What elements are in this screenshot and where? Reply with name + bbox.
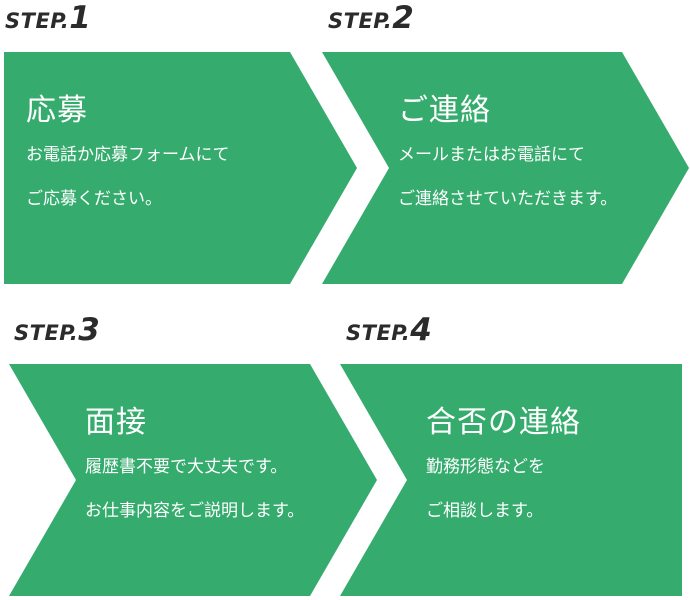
step-1-label: STEP.1 [5, 0, 91, 36]
step-3-title: 面接 [85, 405, 147, 440]
step-1-line-1: お電話か応募フォームにて [26, 145, 230, 165]
step-4-title: 合否の連絡 [426, 405, 581, 440]
step-2-title: ご連絡 [398, 93, 491, 128]
step-4-arrow [340, 364, 682, 596]
step-2-label: STEP.2 [328, 0, 414, 36]
step-4-line-2: ご相談します。 [426, 501, 544, 521]
step-2-prefix: STEP. [328, 9, 393, 33]
step-4-label: STEP.4 [346, 312, 432, 348]
step-4-prefix: STEP. [346, 321, 411, 345]
step-3-line-2: お仕事内容をご説明します。 [85, 501, 305, 521]
step-3-arrow [9, 364, 377, 596]
step-1-card: 応募 お電話か応募フォームにて ご応募ください。 [26, 93, 230, 221]
step-2-line-2: ご連絡させていただきます。 [398, 189, 618, 209]
step-4-number: 4 [410, 312, 433, 348]
step-3-label: STEP.3 [14, 312, 100, 348]
step-4-card: 合否の連絡 勤務形態などを ご相談します。 [426, 405, 581, 533]
step-1-line-2: ご応募ください。 [26, 189, 162, 209]
step-2-number: 2 [392, 0, 415, 36]
step-1-number: 1 [69, 0, 92, 36]
step-1-title: 応募 [26, 93, 88, 128]
step-4-line-1: 勤務形態などを [426, 457, 545, 477]
step-1-arrow [4, 52, 357, 284]
step-3-number: 3 [78, 312, 101, 348]
step-3-prefix: STEP. [14, 321, 79, 345]
step-3-line-1: 履歴書不要で大丈夫です。 [85, 457, 288, 477]
step-2-card: ご連絡 メールまたはお電話にて ご連絡させていただきます。 [398, 93, 617, 221]
step-2-line-1: メールまたはお電話にて [398, 145, 585, 165]
step-2-arrow [322, 52, 689, 284]
step-1-prefix: STEP. [5, 9, 70, 33]
step-3-card: 面接 履歴書不要で大丈夫です。 お仕事内容をご説明します。 [85, 405, 304, 533]
